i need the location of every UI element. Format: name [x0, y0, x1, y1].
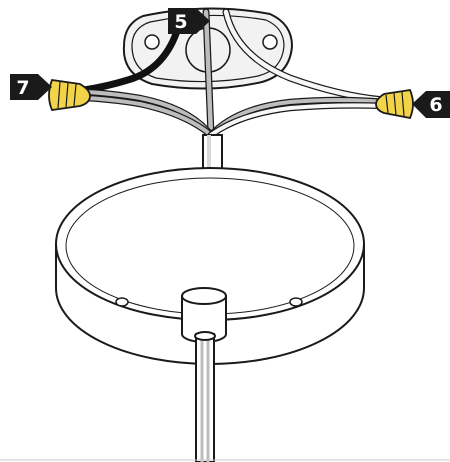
screw-hole-right-icon	[262, 34, 278, 50]
supply-wires	[80, 8, 388, 139]
screw-hole-left-icon	[144, 34, 160, 50]
callout-7: 7	[10, 74, 52, 100]
wire-nut-left-icon	[48, 79, 91, 111]
callout-5: 5	[168, 8, 210, 34]
mounting-hole-left-icon	[115, 297, 129, 307]
right-wire-connector	[375, 89, 414, 120]
mounting-hole-right-icon	[289, 297, 303, 307]
callout-6: 6	[412, 91, 450, 118]
black-supply-wire	[80, 24, 182, 94]
callout-label-7: 7	[16, 77, 29, 99]
left-wire-connector	[48, 79, 91, 111]
callout-label-6: 6	[429, 94, 442, 116]
fixture-wires	[80, 88, 388, 139]
callout-label-5: 5	[174, 11, 187, 33]
junction-box-inner-ring	[131, 14, 285, 83]
pendant-cord	[194, 331, 216, 462]
